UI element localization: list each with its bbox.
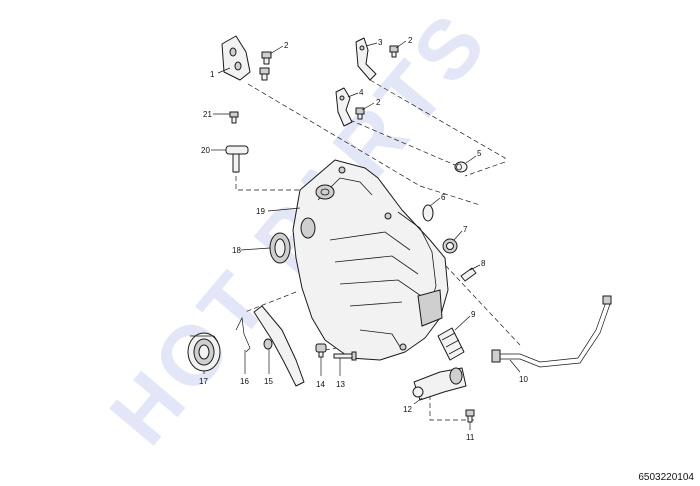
callout-11: 11 [466,433,475,442]
callout-2c: 2 [376,98,381,107]
bolt-part-2a [261,51,272,65]
callout-10: 10 [519,375,528,384]
callout-9: 9 [471,310,476,319]
hydraulic-line-part-10 [491,295,612,368]
callout-2b: 2 [408,36,413,45]
release-fork-part-15 [253,305,305,387]
oil-seal-part-18 [269,232,291,264]
bolt-part-2b [259,67,270,81]
callout-16: 16 [240,377,249,386]
screw-part-14 [315,343,327,358]
bracket-part-1 [221,35,251,81]
callout-numbers: 1 2 3 2 4 2 5 6 7 8 9 10 11 12 13 14 15 … [199,36,528,442]
seal-part-7 [442,238,458,254]
clip-part-3 [355,37,377,81]
callout-2a: 2 [284,41,289,50]
bolt-part-2d [355,107,365,120]
stud-part-13 [333,351,357,361]
callout-15: 15 [264,377,273,386]
callout-4: 4 [359,88,364,97]
slave-cylinder-part-12 [412,367,467,401]
callout-17: 17 [199,377,208,386]
callout-6: 6 [441,193,446,202]
bolt-part-21 [229,111,239,124]
callout-19: 19 [256,207,265,216]
boot-part-9 [437,327,465,361]
callout-3: 3 [378,38,383,47]
callout-20: 20 [201,146,210,155]
callout-1: 1 [210,70,215,79]
callout-13: 13 [336,380,345,389]
ring-part-6 [422,204,434,222]
callout-18: 18 [232,246,241,255]
shaft-part-20 [225,145,249,173]
document-number: 6503220104 [638,472,694,483]
clutch-housing-part-19 [292,159,449,361]
pin-part-8 [460,267,477,282]
callout-5: 5 [477,149,482,158]
leader-lines [203,40,521,430]
bolt-part-2c [389,45,399,58]
callout-8: 8 [481,259,486,268]
callout-12: 12 [403,405,412,414]
callout-14: 14 [316,380,325,389]
callout-7: 7 [463,225,468,234]
spring-clip-part-16 [235,316,251,353]
sleeve-part-5 [454,161,468,173]
clip-part-4 [335,87,353,127]
release-bearing-part-17 [187,332,221,372]
callout-21: 21 [203,110,212,119]
